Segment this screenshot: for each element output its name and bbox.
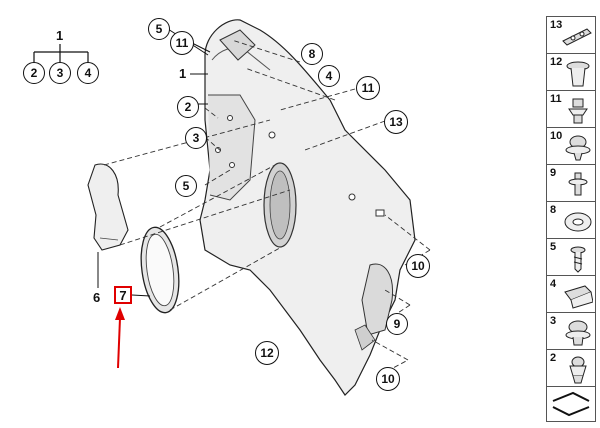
legend-number: 8 [550, 204, 557, 216]
part-6-trim-piece [87, 163, 129, 251]
legend-number: 5 [550, 241, 557, 253]
label-1-main: 1 [179, 66, 187, 81]
legend-number: 13 [550, 19, 563, 31]
grommet-icon [565, 320, 591, 346]
assembly-lines [103, 39, 431, 376]
legend-number: 12 [550, 56, 563, 68]
legend-item-10[interactable]: 10 [547, 128, 595, 165]
legend-item-symbol [547, 387, 595, 421]
callout-5-top[interactable]: 5 [148, 18, 170, 40]
expanding-nut-icon [569, 356, 587, 384]
label-6: 6 [93, 290, 101, 305]
legend-number: 4 [550, 278, 557, 290]
zigzag-symbol-icon [552, 391, 590, 417]
legend-item-12[interactable]: 12 [547, 54, 595, 91]
clip-bracket-icon [562, 28, 592, 46]
callout-2-group[interactable]: 2 [23, 62, 45, 84]
legend-item-13[interactable]: 13 [547, 17, 595, 54]
legend-item-4[interactable]: 4 [547, 276, 595, 313]
group-parent-label: 1 [56, 28, 64, 43]
pin-rivet-icon [568, 172, 588, 196]
callout-4-group[interactable]: 4 [77, 62, 99, 84]
mushroom-clip-icon [565, 135, 591, 161]
fastener-legend: 13 12 11 10 [546, 16, 596, 422]
legend-number: 11 [550, 93, 562, 105]
legend-item-8[interactable]: 8 [547, 202, 595, 239]
callout-3-group[interactable]: 3 [49, 62, 71, 84]
callout-8[interactable]: 8 [301, 43, 323, 65]
callout-11-top[interactable]: 11 [170, 31, 194, 55]
callout-7-highlighted[interactable]: 7 [114, 286, 132, 304]
callout-11-right[interactable]: 11 [356, 76, 380, 100]
callout-4[interactable]: 4 [318, 65, 340, 87]
highlight-arrow [115, 307, 125, 369]
legend-item-11[interactable]: 11 [547, 91, 595, 128]
callout-10-bottom[interactable]: 10 [376, 367, 400, 391]
legend-number: 9 [550, 167, 557, 179]
legend-number: 2 [550, 352, 557, 364]
spring-clip-icon [564, 285, 593, 309]
expanding-rivet-icon [566, 61, 590, 87]
callout-3[interactable]: 3 [185, 127, 207, 149]
callout-9[interactable]: 9 [386, 313, 408, 335]
group-tree-lines [33, 44, 89, 62]
quarter-trim-panel [199, 19, 416, 396]
callout-12[interactable]: 12 [255, 341, 279, 365]
legend-item-3[interactable]: 3 [547, 313, 595, 350]
legend-number: 10 [550, 130, 563, 142]
callout-2[interactable]: 2 [177, 96, 199, 118]
legend-item-2[interactable]: 2 [547, 350, 595, 387]
legend-item-5[interactable]: 5 [547, 239, 595, 276]
callout-10-right[interactable]: 10 [406, 254, 430, 278]
screw-icon [570, 246, 586, 273]
callout-5-mid[interactable]: 5 [175, 175, 197, 197]
legend-item-9[interactable]: 9 [547, 165, 595, 202]
callout-13[interactable]: 13 [384, 110, 408, 134]
push-clip-icon [568, 98, 588, 124]
legend-number: 3 [550, 315, 557, 327]
star-washer-icon [564, 212, 592, 232]
